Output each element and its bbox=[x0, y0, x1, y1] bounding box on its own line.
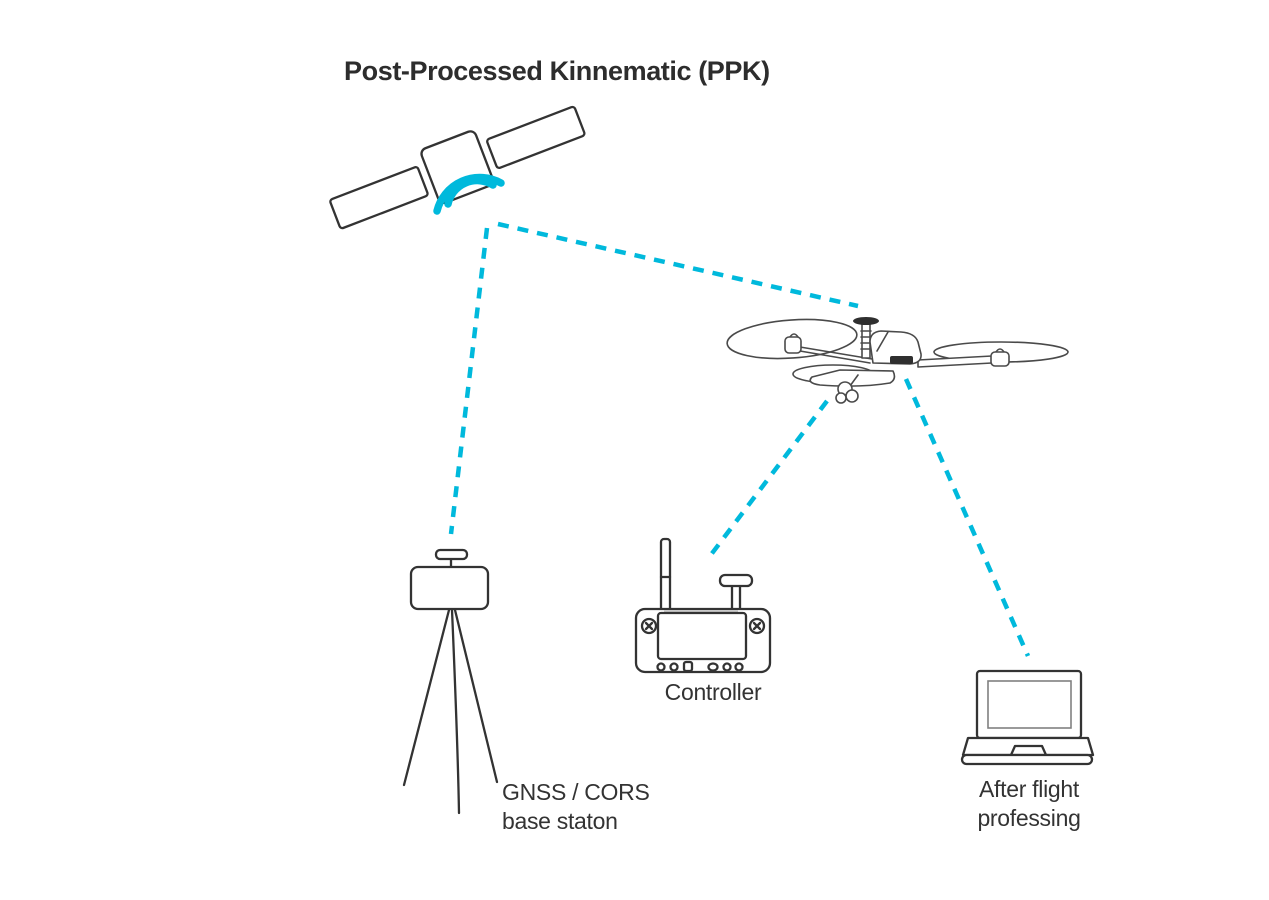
connection-satellite-drone bbox=[497, 221, 859, 309]
satellite-icon bbox=[329, 105, 586, 230]
satellite-panel-right bbox=[486, 105, 586, 170]
controller-screen bbox=[656, 611, 748, 661]
drone-body-panel bbox=[890, 356, 913, 364]
tripod-leg-left bbox=[402, 608, 451, 787]
controller-antenna-right bbox=[718, 573, 754, 588]
drone-antenna-coil bbox=[860, 330, 872, 350]
drone-arm-right bbox=[917, 355, 993, 368]
satellite-body bbox=[420, 130, 495, 204]
laptop-screen-inner bbox=[987, 680, 1072, 729]
satellite-signal-icon bbox=[433, 173, 505, 215]
controller-icon bbox=[634, 537, 772, 674]
controller-label: Controller bbox=[664, 679, 762, 705]
controller-knob-left-detail bbox=[644, 621, 654, 631]
controller-knob-right-detail bbox=[752, 621, 762, 631]
controller-knob-right bbox=[748, 617, 766, 635]
base-station-icon bbox=[402, 548, 499, 815]
laptop-icon bbox=[960, 669, 1095, 766]
connection-lines bbox=[448, 221, 1031, 657]
controller-knob-left bbox=[640, 617, 658, 635]
diagram-title: Post-Processed Kinnematic (PPK) bbox=[344, 56, 770, 86]
base-station-label: GNSS / CORS base staton bbox=[502, 779, 650, 834]
tripod-leg-right bbox=[453, 608, 499, 784]
connection-drone-controller bbox=[705, 399, 829, 562]
drone-body bbox=[869, 330, 922, 365]
controller-buttons bbox=[656, 660, 744, 673]
drone-gnss-disc bbox=[853, 317, 879, 325]
drone-hub-left bbox=[784, 336, 802, 354]
drone-camera-mount bbox=[835, 392, 847, 404]
drone-antenna-mast bbox=[861, 323, 871, 359]
drone-canopy-line bbox=[876, 331, 889, 352]
drone-arm-left bbox=[799, 346, 873, 364]
drone-camera-lens bbox=[845, 389, 859, 403]
connection-drone-laptop bbox=[903, 378, 1031, 657]
drone-gimbal-bracket bbox=[849, 374, 859, 387]
drone-rotor-left bbox=[726, 318, 858, 360]
drone-hub-right bbox=[990, 351, 1010, 367]
laptop-label: After flight professing bbox=[977, 776, 1081, 831]
base-antenna bbox=[434, 548, 469, 561]
drone-hub-right-cap bbox=[995, 348, 1005, 353]
laptop-bottom-bar bbox=[960, 753, 1094, 766]
controller-antenna-right-stem bbox=[730, 582, 742, 614]
base-receiver-box bbox=[409, 565, 490, 611]
connection-satellite-base-station bbox=[448, 227, 490, 535]
tripod-leg-center bbox=[450, 608, 461, 815]
drone-hub-left-cap bbox=[789, 333, 799, 338]
drone-icon bbox=[726, 317, 1069, 404]
laptop-trackpad-notch bbox=[1009, 744, 1048, 757]
satellite-panel-left bbox=[329, 166, 429, 230]
